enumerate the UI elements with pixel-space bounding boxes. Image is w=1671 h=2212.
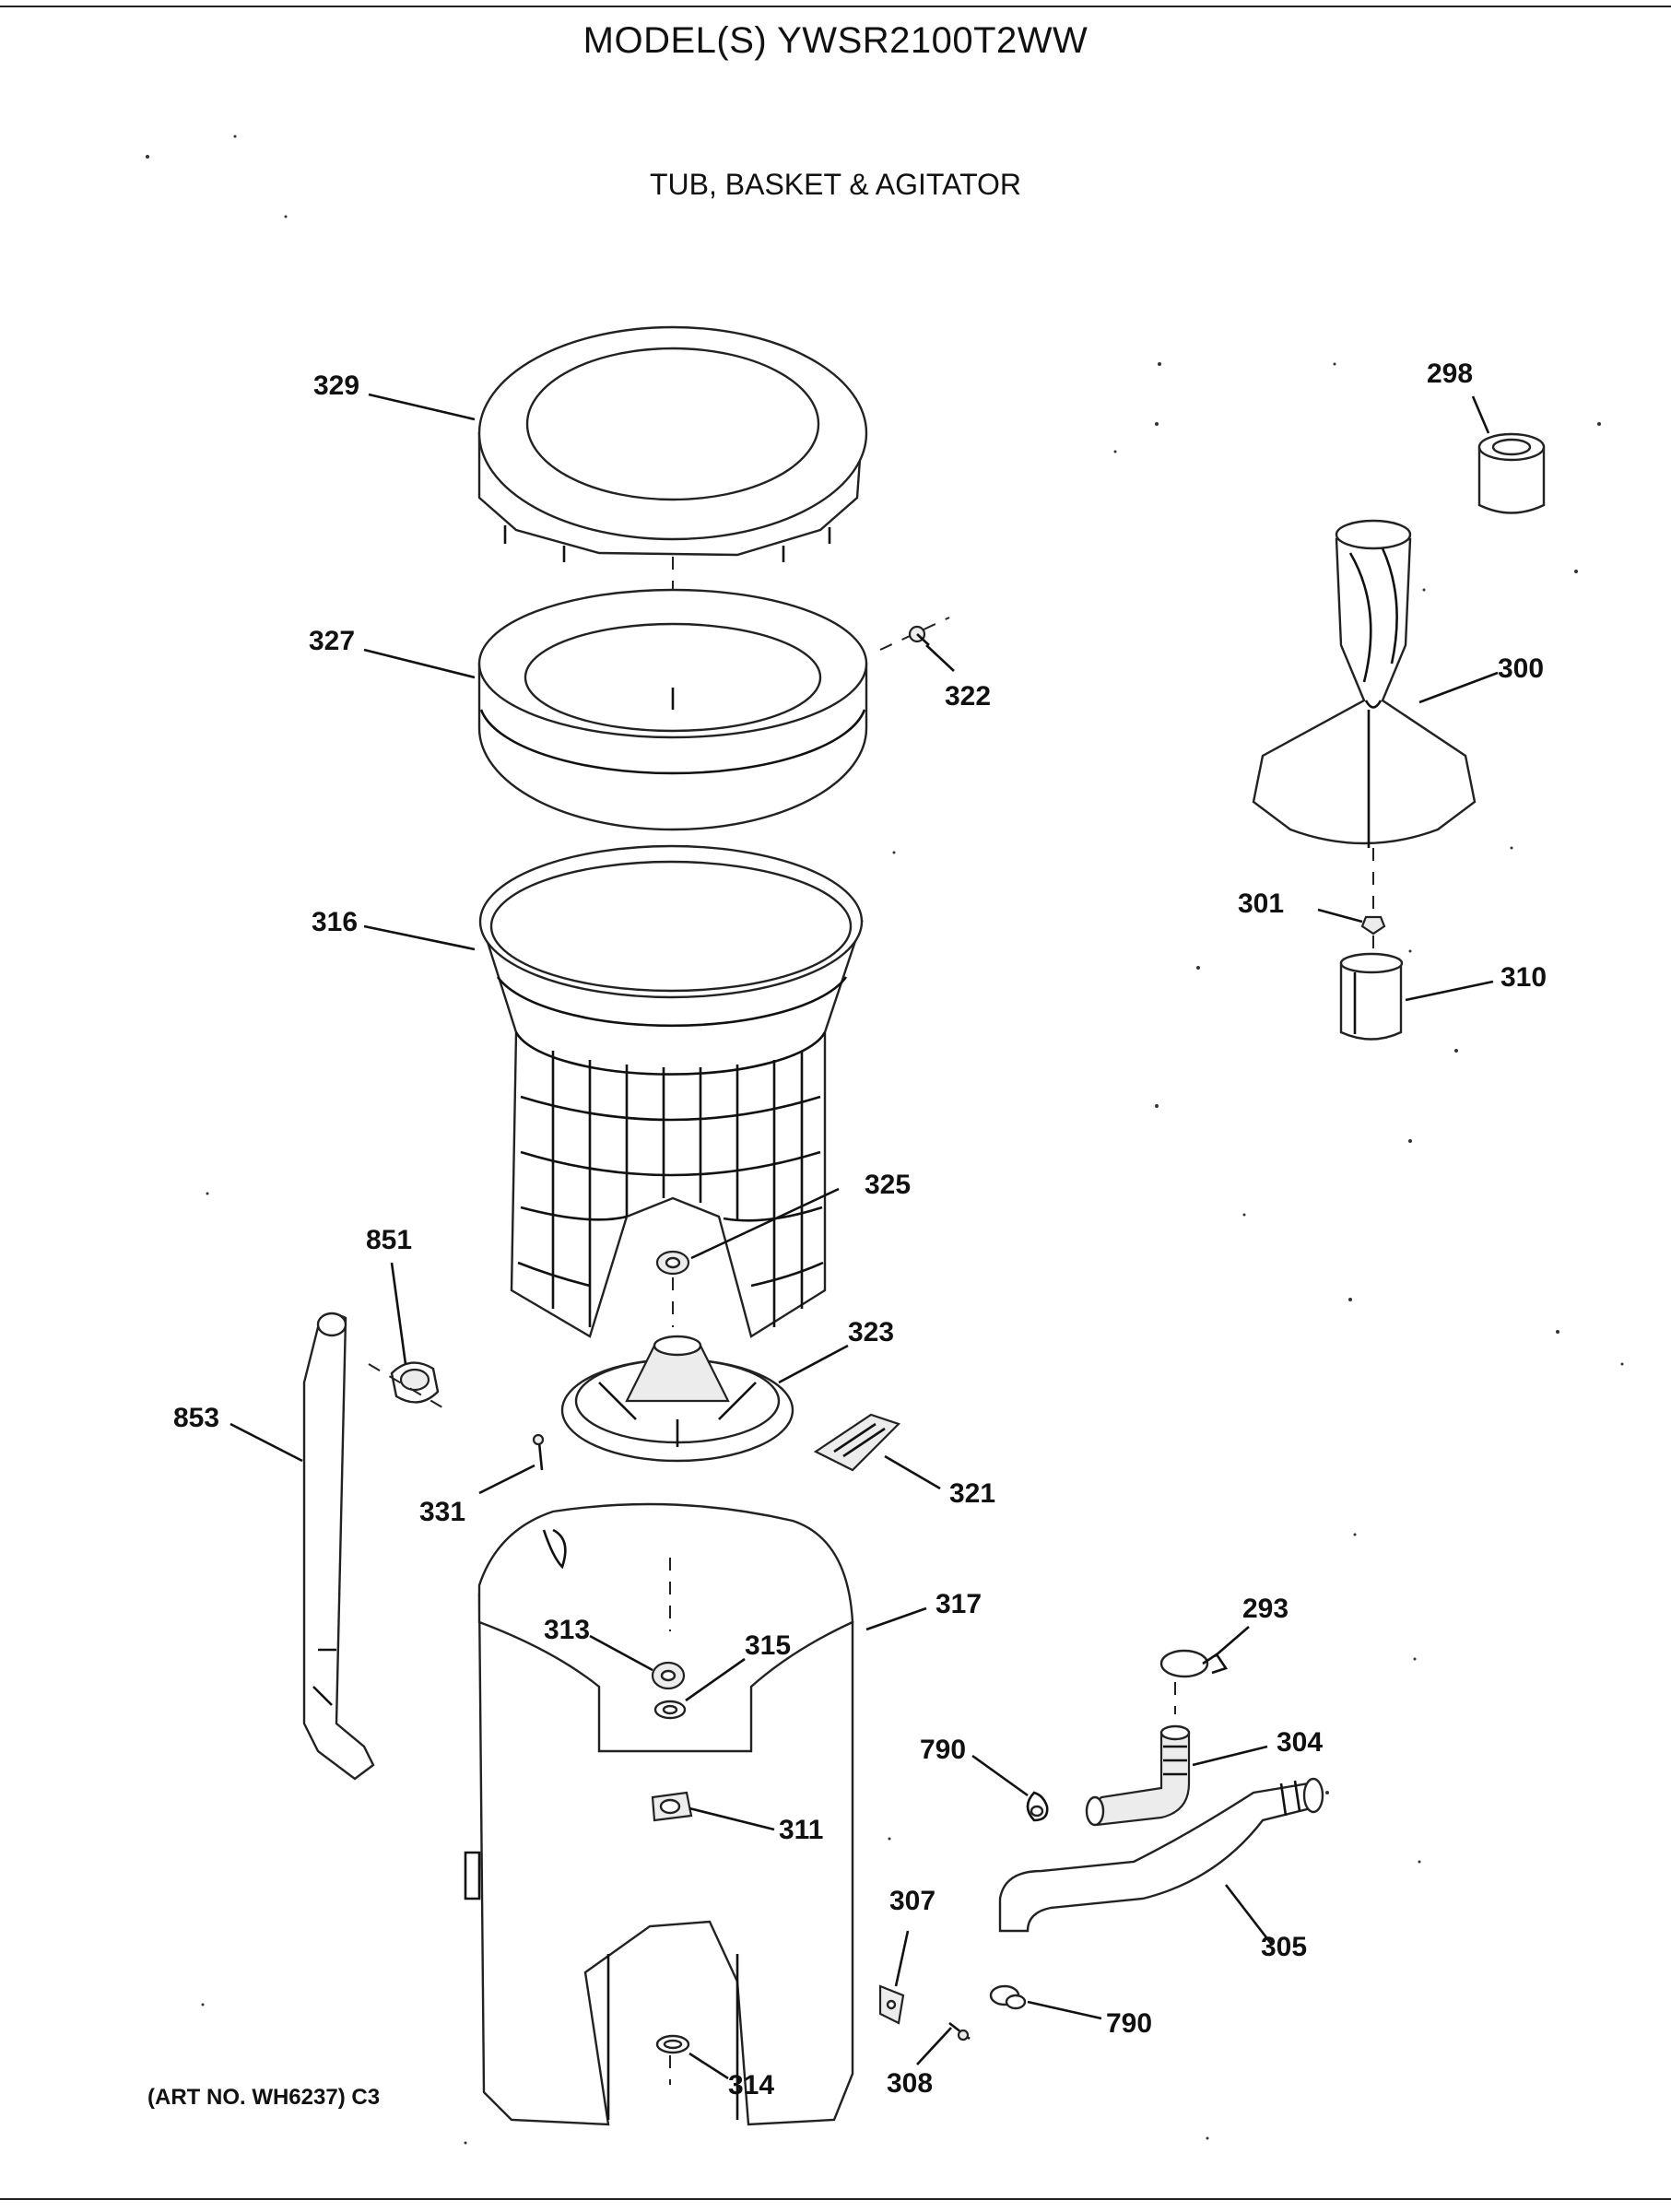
label-298: 298 — [1427, 359, 1473, 389]
label-853: 853 — [173, 1403, 219, 1433]
label-300: 300 — [1498, 653, 1544, 684]
part-307-bracket — [878, 1984, 905, 2025]
part-325-basket-nut — [655, 1250, 690, 1276]
part-317-outer-tub — [464, 1502, 854, 2126]
section-title: TUB, BASKET & AGITATOR — [649, 168, 1022, 201]
label-323: 323 — [848, 1317, 894, 1347]
label-317: 317 — [936, 1589, 982, 1619]
label-307: 307 — [889, 1886, 936, 1916]
label-790-upper: 790 — [920, 1735, 966, 1765]
label-315: 315 — [745, 1630, 791, 1661]
part-labels: 329 327 322 316 325 298 300 301 310 851 … — [173, 359, 1547, 2100]
label-308: 308 — [887, 2068, 933, 2099]
label-305: 305 — [1261, 1932, 1307, 1962]
art-number: (ART NO. WH6237) C3 — [147, 2085, 381, 2110]
label-304: 304 — [1277, 1727, 1323, 1758]
label-316: 316 — [312, 907, 358, 937]
label-327: 327 — [309, 626, 355, 656]
label-310: 310 — [1500, 962, 1547, 993]
part-308-screw — [948, 2021, 971, 2041]
part-314-gasket — [655, 2034, 690, 2054]
label-790-lower: 790 — [1106, 2008, 1152, 2039]
part-790-clip-upper — [1026, 1791, 1049, 1822]
part-305-drain-hose — [998, 1777, 1324, 1933]
part-321-filter-screen — [813, 1413, 901, 1472]
label-293: 293 — [1242, 1594, 1289, 1624]
part-313-tub-nut — [651, 1661, 686, 1690]
label-313: 313 — [544, 1615, 590, 1645]
scan-specks — [146, 135, 1624, 2145]
top-rule — [0, 6, 1671, 7]
label-329: 329 — [313, 371, 359, 401]
part-293-hose-clamp — [1159, 1649, 1229, 1678]
label-301: 301 — [1238, 888, 1284, 919]
part-311-tub-seal — [651, 1791, 693, 1822]
label-322: 322 — [945, 681, 991, 712]
label-851: 851 — [366, 1225, 412, 1255]
part-851-hose-connector — [390, 1361, 440, 1404]
label-331: 331 — [419, 1497, 465, 1527]
label-314: 314 — [728, 2070, 774, 2100]
model-title: MODEL(S) YWSR2100T2WW — [582, 20, 1089, 61]
label-325: 325 — [865, 1170, 911, 1200]
part-298-agitator-cap — [1477, 432, 1546, 514]
part-310-agitator-adapter — [1339, 952, 1404, 1041]
part-304-drain-elbow — [1085, 1724, 1191, 1827]
part-300-agitator — [1252, 519, 1477, 848]
part-301-agitator-bolt — [1360, 915, 1386, 935]
part-329-tub-cover-ring — [477, 325, 868, 562]
part-322-screw — [879, 617, 950, 651]
leader-lines — [229, 393, 1499, 2080]
part-316-wash-basket — [478, 844, 864, 1338]
part-315-washer — [653, 1700, 687, 1720]
part-323-basket-drive-hub — [560, 1335, 794, 1463]
label-311: 311 — [779, 1815, 823, 1845]
part-327-balance-ring — [477, 588, 868, 831]
part-853-air-dome-tube — [302, 1312, 375, 1781]
bottom-rule — [0, 2198, 1671, 2200]
part-790-clip-lower — [989, 1984, 1027, 2010]
label-321: 321 — [949, 1478, 995, 1509]
part-331-screw — [532, 1433, 545, 1471]
